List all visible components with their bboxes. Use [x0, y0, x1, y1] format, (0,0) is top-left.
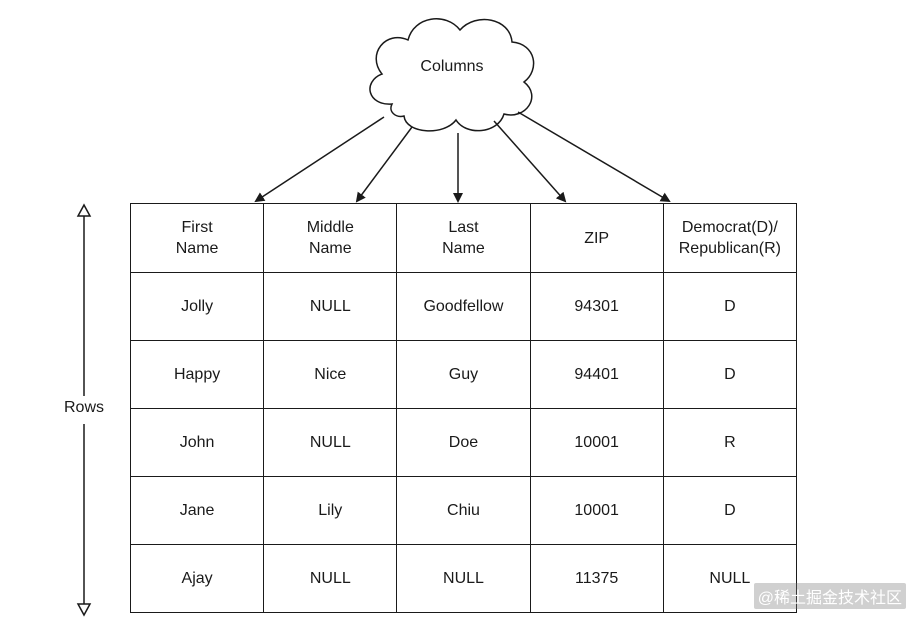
arrow-to-first-name [254, 116, 385, 203]
header-text: ZIP [584, 229, 610, 247]
table-row: John NULL Doe 10001 R [129, 408, 798, 477]
header-cell: Middle Name [263, 203, 398, 273]
table-cell: John [129, 408, 265, 477]
table-cell: Lily [263, 476, 398, 545]
cloud-label: Columns [420, 58, 484, 75]
table-cell: 11375 [529, 544, 664, 613]
rows-arrow-up-head [76, 203, 92, 217]
header-cell: ZIP [529, 203, 664, 273]
table-cell: NULL [263, 544, 398, 613]
watermark: @稀土掘金技术社区 [753, 583, 906, 609]
table-cell: 10001 [529, 476, 664, 545]
arrow-to-middle-name [355, 126, 413, 203]
table-cell: Goodfellow [396, 272, 531, 341]
header-cell: Last Name [396, 203, 531, 273]
rows-arrow-down-head [76, 603, 92, 617]
table-cell: Ajay [129, 544, 265, 613]
table-cell: D [662, 340, 798, 409]
data-table: First Name Middle Name Last Name ZIP Dem… [129, 203, 798, 613]
arrow-to-zip [493, 120, 567, 203]
table-cell: Jane [129, 476, 265, 545]
table-cell: Guy [396, 340, 531, 409]
table-cell: Jolly [129, 272, 265, 341]
table-cell: Doe [396, 408, 531, 477]
header-cell: Democrat(D)/ Republican(R) [662, 203, 798, 273]
table-cell: 10001 [529, 408, 664, 477]
table-cell: NULL [662, 544, 798, 613]
table-row: Jolly NULL Goodfellow 94301 D [129, 272, 798, 341]
arrow-to-party [517, 111, 671, 203]
header-cell: First Name [129, 203, 265, 273]
table-cell: 94301 [529, 272, 664, 341]
cloud-shape [369, 18, 535, 132]
table-cell: Nice [263, 340, 398, 409]
table-row: Jane Lily Chiu 10001 D [129, 476, 798, 545]
table-cell: NULL [263, 272, 398, 341]
header-text: Name [308, 240, 352, 257]
table-cell: Happy [129, 340, 265, 409]
table-cell: NULL [263, 408, 398, 477]
table-cell: R [662, 408, 798, 477]
table-row: Ajay NULL NULL 11375 NULL [129, 544, 798, 613]
table-cell: 94401 [529, 340, 664, 409]
table-cell: D [662, 476, 798, 545]
header-text: Middle [306, 219, 354, 236]
header-row: First Name Middle Name Last Name ZIP Dem… [129, 203, 798, 273]
table-cell: D [662, 272, 798, 341]
header-text: Name [442, 240, 485, 257]
table-cell: NULL [396, 544, 531, 613]
header-text: Democrat(D)/ [681, 219, 778, 236]
table-cell: Chiu [396, 476, 531, 545]
table-row: Happy Nice Guy 94401 D [129, 340, 798, 409]
header-text: Name [175, 240, 219, 257]
header-text: Last [448, 219, 479, 236]
header-text: First [181, 219, 213, 236]
header-text: Republican(R) [678, 240, 781, 257]
rows-label: Rows [63, 399, 104, 416]
